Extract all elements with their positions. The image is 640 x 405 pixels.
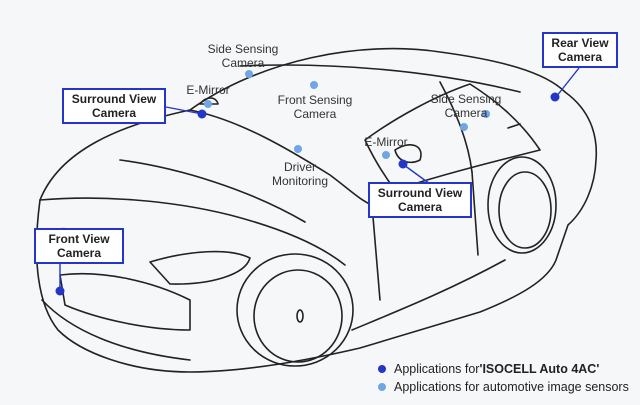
legend-automotive-text: Applications for automotive image sensor… <box>394 380 629 394</box>
isocell-dot-icon <box>378 365 386 373</box>
side-sensing-bottom-dot <box>460 123 468 131</box>
side-sensing-camera-label-right: Side Sensing Camera <box>430 92 502 120</box>
right-mirror <box>394 144 422 164</box>
front-wheel-hub <box>296 309 304 323</box>
e-mirror-label-left: E-Mirror <box>186 83 230 97</box>
side-sensing-right-dot <box>482 110 490 118</box>
front-sensing-dot <box>310 81 318 89</box>
e-mirror-label-right: E-Mirror <box>364 135 408 149</box>
legend: Applications for 'ISOCELL Auto 4AC' Appl… <box>378 360 629 396</box>
front-sensing-camera-label: Front Sensing Camera <box>277 93 353 121</box>
car-body-outline <box>35 47 598 373</box>
door-line <box>371 204 381 301</box>
door-line-rear <box>471 171 479 256</box>
legend-item-isocell: Applications for 'ISOCELL Auto 4AC' <box>378 360 629 378</box>
e-mirror-right-dot <box>382 151 390 159</box>
front-view-camera-box: Front View Camera <box>34 228 124 264</box>
door-handle-rear <box>507 123 521 129</box>
left-mirror <box>199 97 219 105</box>
legend-isocell-prefix: Applications for <box>394 362 480 376</box>
rear-wheel-arch <box>487 156 557 254</box>
leader-surround-left <box>165 106 203 115</box>
automotive-dot-icon <box>378 383 386 391</box>
front-wheel <box>253 269 343 363</box>
driver-monitoring-dot <box>294 145 302 153</box>
grille <box>59 272 191 331</box>
front-wheel-arch <box>236 253 354 367</box>
hood-line <box>39 197 346 266</box>
window-divider <box>439 81 473 173</box>
side-sensing-top-dot <box>245 70 253 78</box>
leader-rear-view <box>555 67 580 98</box>
front-bumper <box>41 299 191 361</box>
surround-view-camera-box-right: Surround View Camera <box>368 182 472 218</box>
leader-surround-right <box>403 164 431 185</box>
rear-wheel <box>498 171 552 249</box>
legend-isocell-name: 'ISOCELL Auto 4AC' <box>479 362 600 376</box>
side-skirt <box>351 259 506 331</box>
surround-view-camera-box-left: Surround View Camera <box>62 88 166 124</box>
driver-monitoring-label: Driver Monitoring <box>271 160 329 188</box>
headlight-right <box>149 250 251 285</box>
windshield-outline <box>189 109 373 206</box>
front-view-dot <box>55 286 65 296</box>
side-sensing-camera-label-top: Side Sensing Camera <box>207 42 279 70</box>
hood-crease <box>119 159 306 223</box>
legend-item-automotive: Applications for automotive image sensor… <box>378 378 629 396</box>
roof-line <box>239 64 521 93</box>
rear-view-dot <box>550 92 560 102</box>
e-mirror-left-dot <box>204 100 212 108</box>
rear-view-camera-box: Rear View Camera <box>542 32 618 68</box>
surround-view-left-dot <box>197 109 207 119</box>
surround-view-right-dot <box>398 159 408 169</box>
